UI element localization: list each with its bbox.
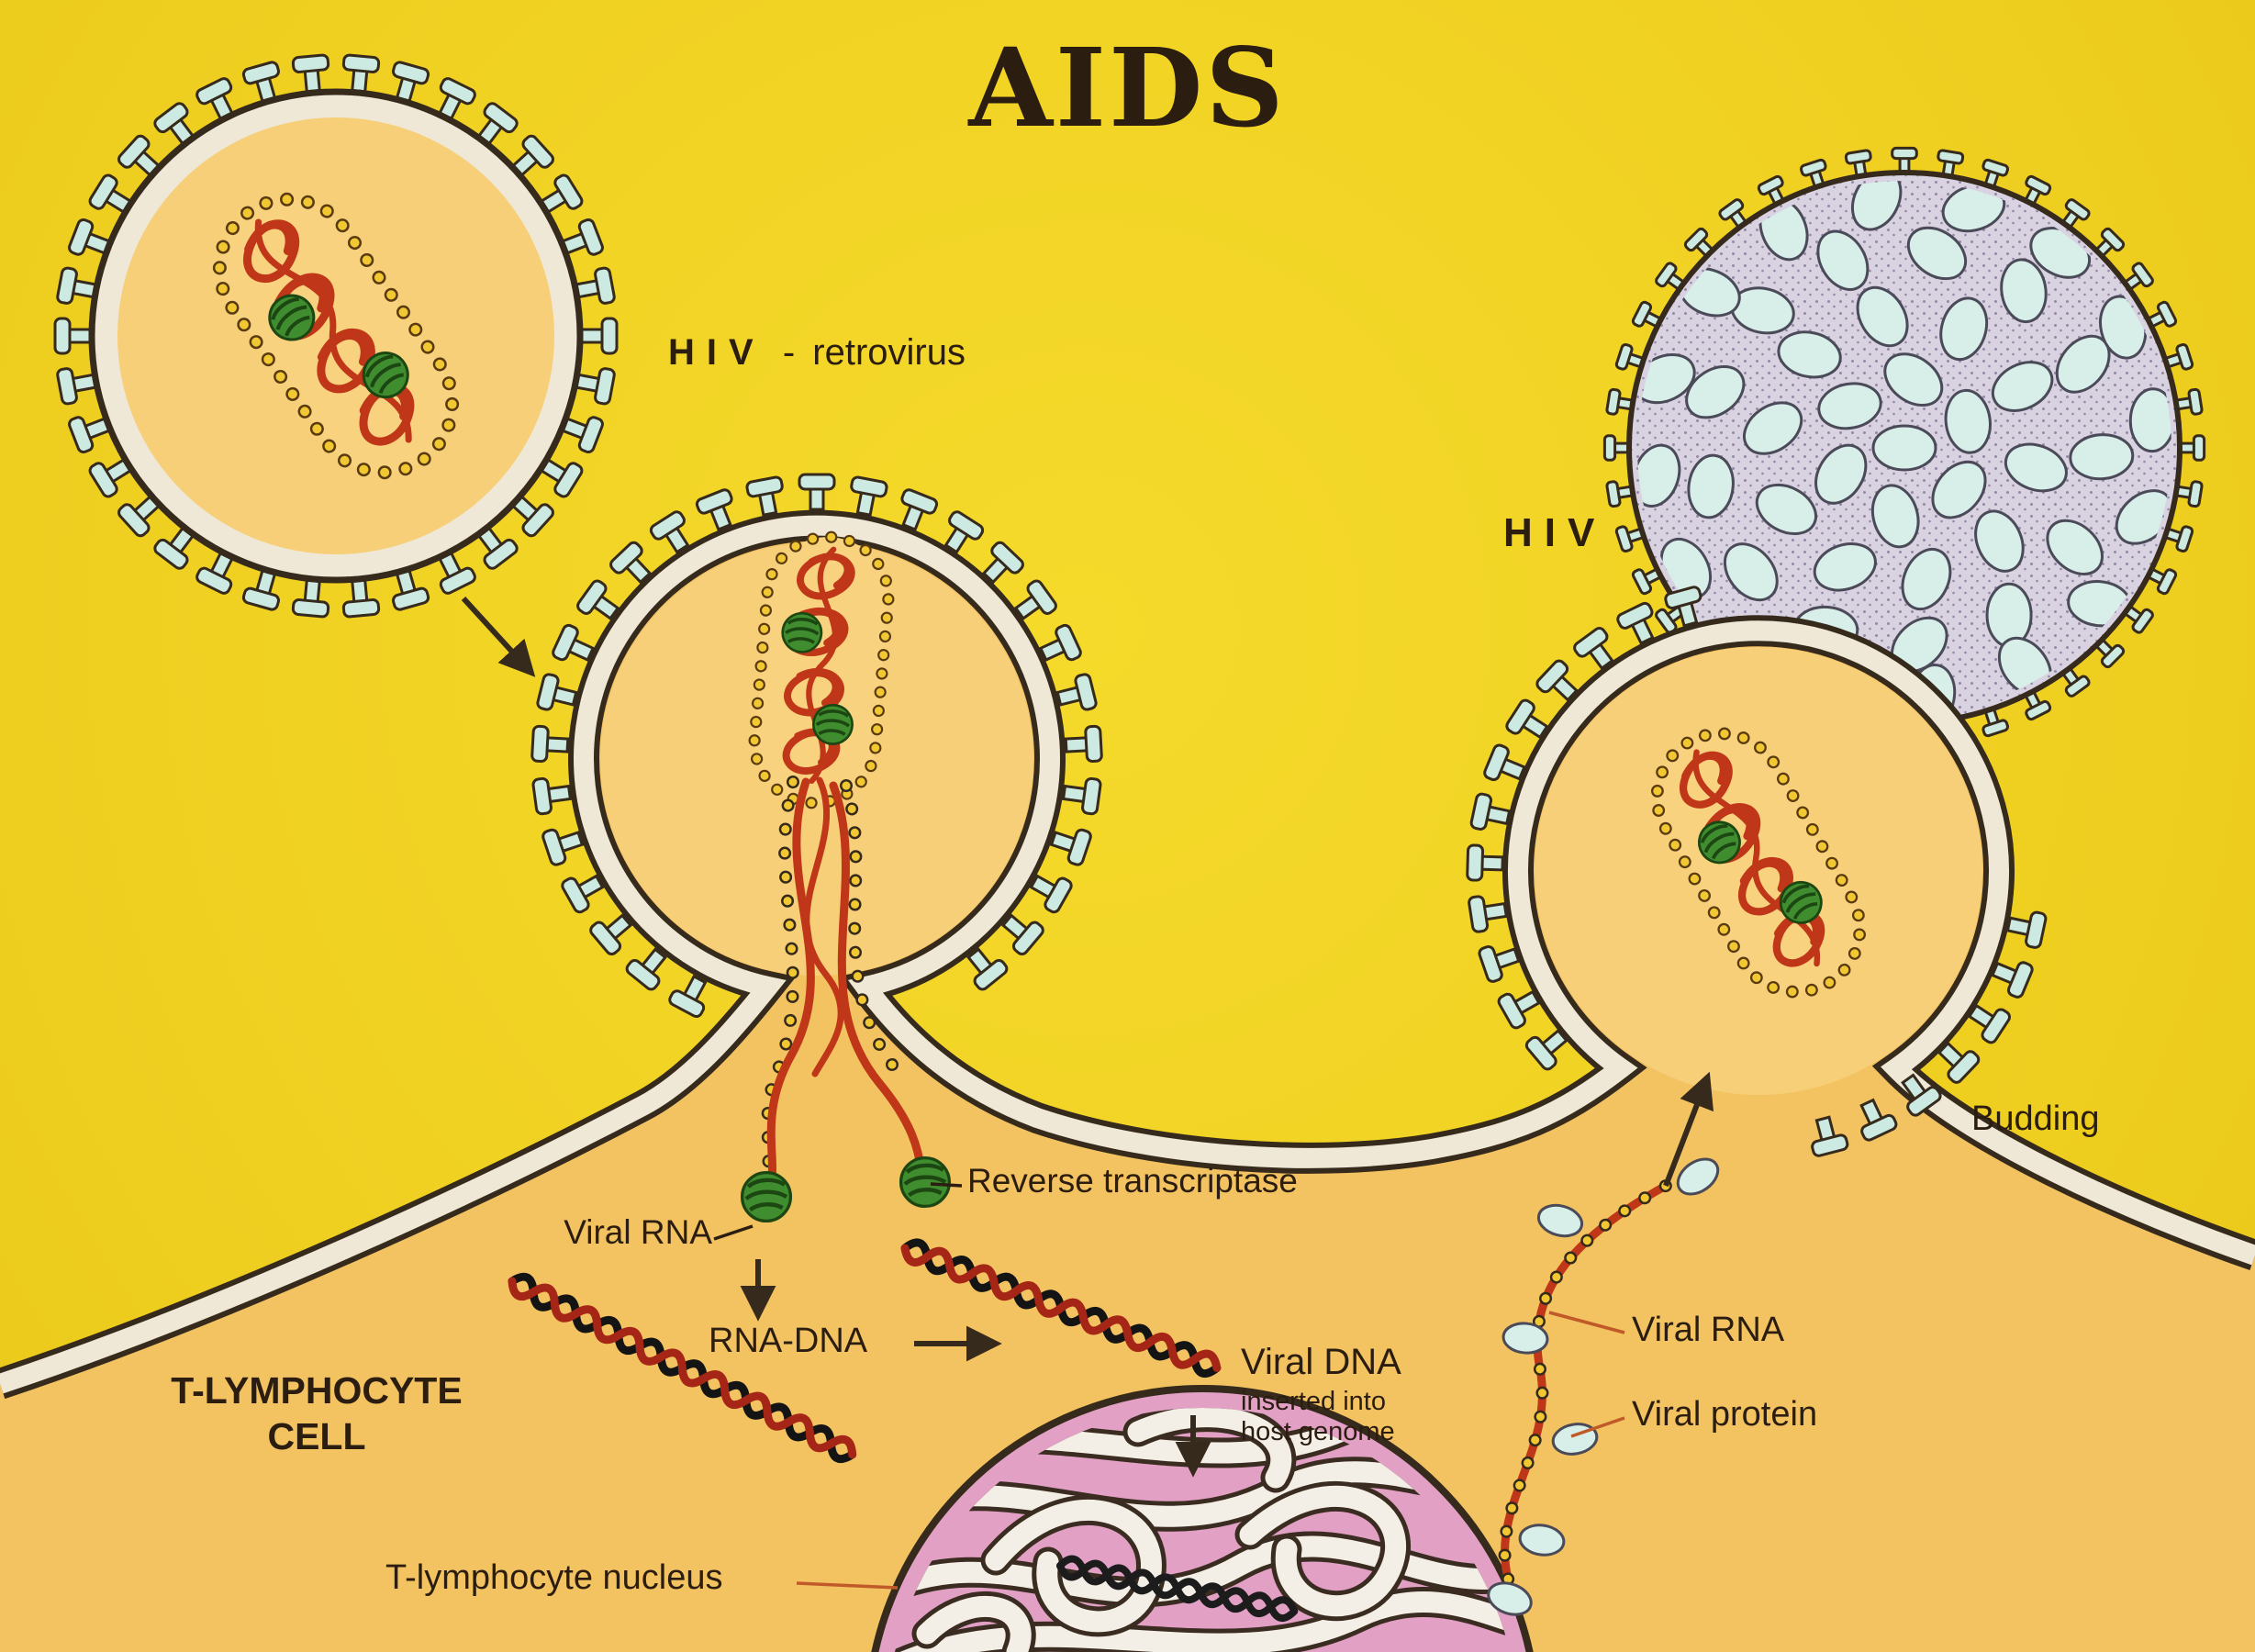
t-lymphocyte-cell-label: T-LYMPHOCYTE CELL	[171, 1369, 463, 1458]
entry-vesicle-spikes	[530, 473, 1103, 1019]
viral-dna-sub1: inserted into	[1241, 1387, 1386, 1416]
mature-virion-spikes	[1602, 146, 2206, 750]
viral-dna-label: Viral DNA inserted into host genome	[1241, 1342, 1401, 1447]
budding-label: Budding	[1971, 1099, 2100, 1138]
viral-rna-strand	[765, 777, 815, 1194]
flow-arrows	[461, 596, 1714, 1478]
budding-spikes-right	[1811, 910, 2048, 1157]
entering-virus-contents	[742, 532, 950, 1222]
viral-dna-sub2: host genome	[1241, 1417, 1395, 1446]
viral-protein-disc	[1676, 1157, 1720, 1196]
budding-direction-arrow	[1663, 1071, 1714, 1188]
nucleus-label: T-lymphocyte nucleus	[385, 1558, 723, 1597]
virus-to-cell-arrow	[461, 596, 536, 677]
viral-protein-label: Viral protein	[1632, 1395, 1818, 1434]
reverse-transcriptase-label: Reverse transcriptase	[967, 1162, 1298, 1200]
hiv-right-label: HIV	[1503, 510, 1607, 555]
viral-protein-disc	[1487, 1581, 1533, 1616]
budding-spikes-left	[1466, 586, 1702, 1071]
viral-dna-title: Viral DNA	[1241, 1342, 1401, 1382]
viral-protein-disc	[1536, 1203, 1584, 1238]
rna-dna-label: RNA-DNA	[709, 1322, 868, 1360]
viral-protein-disc	[1501, 1322, 1549, 1355]
viral-dna-helix-right	[900, 1238, 1222, 1379]
free-hiv-virion	[53, 53, 619, 619]
pointer-lines	[713, 1182, 1625, 1590]
viral-rna-right-label: Viral RNA	[1632, 1311, 1785, 1349]
viral-rna-left-label: Viral RNA	[564, 1213, 712, 1251]
free-virion-spikes	[53, 53, 619, 619]
page-title: AIDS	[968, 24, 1287, 151]
assembling-viral-rna	[1487, 1157, 1720, 1616]
viral-protein-disc	[1518, 1524, 1566, 1557]
hiv-word: HIV	[668, 332, 765, 373]
hiv-retrovirus-label: HIV - retrovirus	[668, 332, 966, 373]
rna-dna-hybrid-left	[508, 1272, 857, 1464]
integrated-viral-dna	[1056, 1555, 1299, 1622]
